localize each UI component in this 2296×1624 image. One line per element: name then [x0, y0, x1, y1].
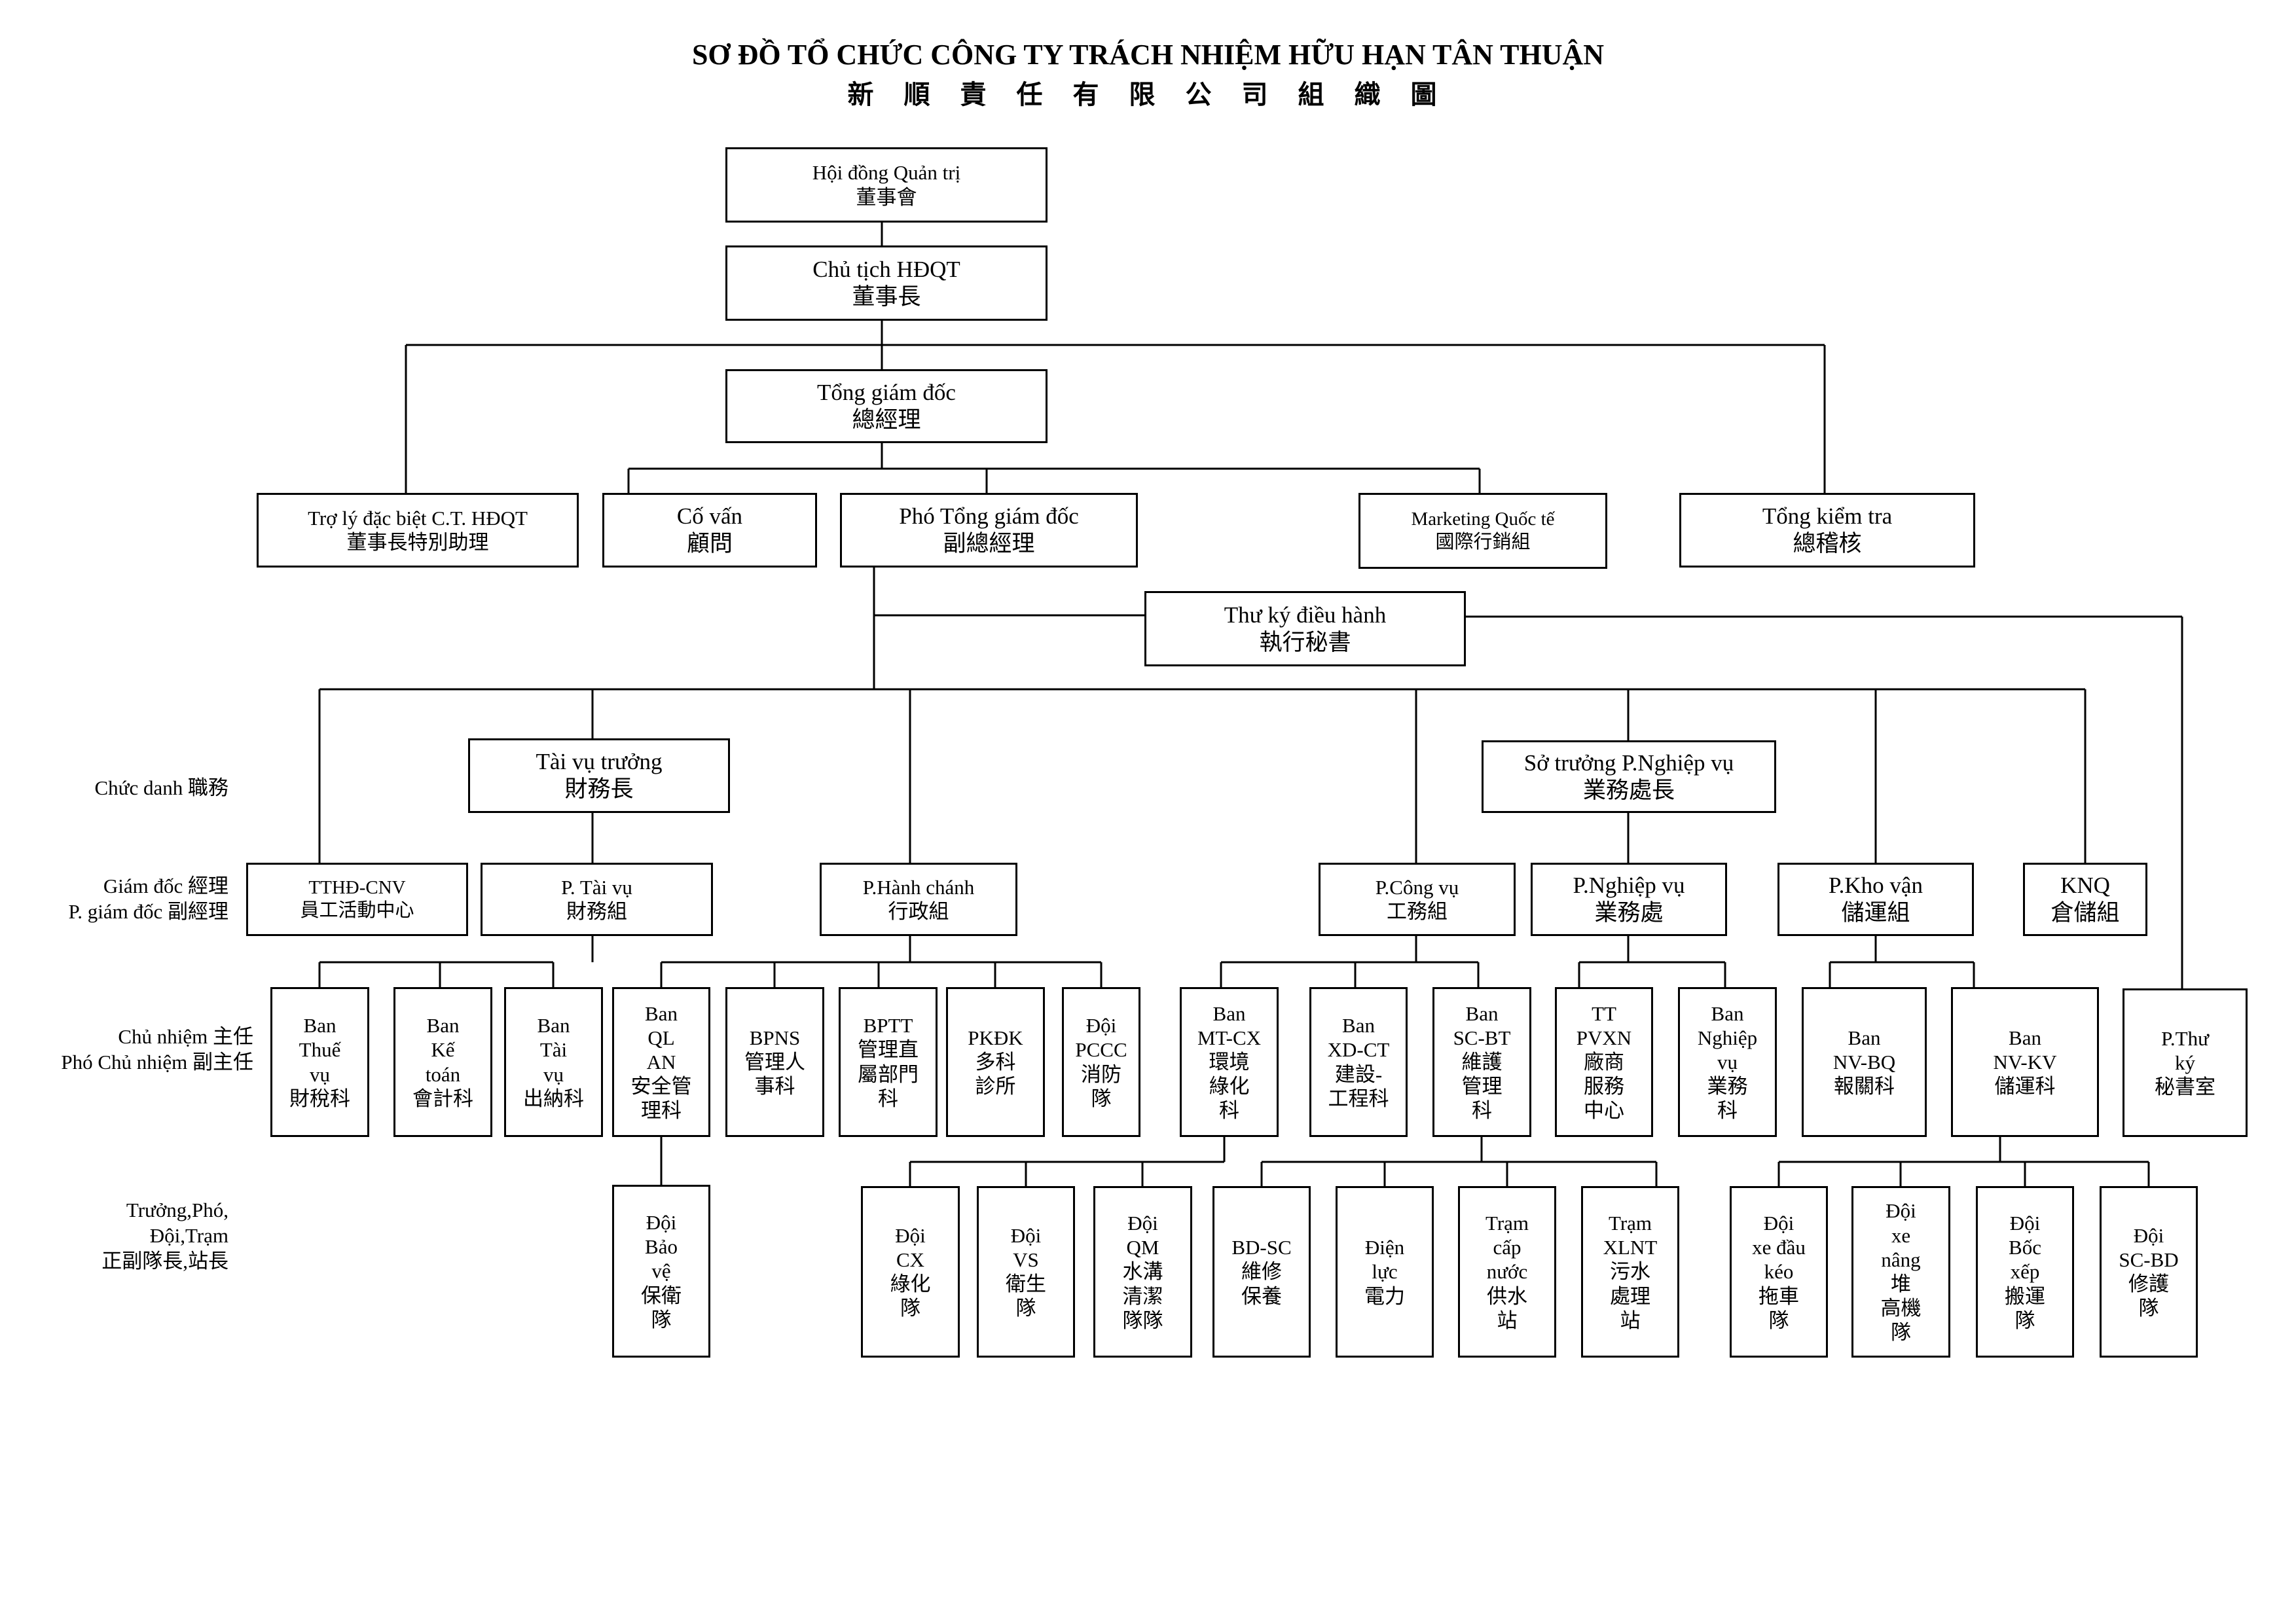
node-executive-secretary: Thư ký điều hành 執行秘書	[1144, 591, 1466, 666]
node-advisor: Cố vấn 顧問	[602, 493, 817, 568]
node-clinic: PKĐK 多科 診所	[946, 987, 1045, 1137]
node-engineering-department: P.Công vụ 工務組	[1319, 863, 1516, 936]
node-administration-department: P.Hành chánh 行政組	[820, 863, 1017, 936]
node-cashier-section: Ban Tài vụ 出納科	[504, 987, 603, 1137]
node-business-section: Ban Nghiệp vụ 業務 科	[1678, 987, 1777, 1137]
node-repair-maintenance-team: BD-SC 維修 保養	[1212, 1186, 1311, 1358]
node-power-team: Điện lực 電力	[1336, 1186, 1434, 1358]
node-tractor-team: Đội xe đầu kéo 拖車 隊	[1730, 1186, 1828, 1358]
node-personnel-section: BPNS 管理人 事科	[725, 987, 824, 1137]
node-business-head: Sở trưởng P.Nghiệp vụ 業務處長	[1482, 740, 1776, 813]
node-loading-team: Đội Bốc xếp 搬運 隊	[1976, 1186, 2074, 1358]
node-general-director: Tổng giám đốc 總經理	[725, 369, 1048, 443]
node-maintenance-section: Ban SC-BT 維護 管理 科	[1432, 987, 1531, 1137]
node-wastewater-treatment-station: Trạm XLNT 污水 處理 站	[1581, 1186, 1679, 1358]
node-tax-section: Ban Thuế vụ 財稅科	[270, 987, 369, 1137]
node-board-of-directors: Hội đồng Quản trị 董事會	[725, 147, 1048, 223]
node-international-marketing: Marketing Quốc tế 國際行銷組	[1358, 493, 1607, 569]
node-finance-department: P. Tài vụ 財務組	[481, 863, 713, 936]
node-customs-section: Ban NV-BQ 報關科	[1802, 987, 1927, 1137]
node-sanitation-team: Đội VS 衛生 隊	[977, 1186, 1075, 1358]
node-chief-finance: Tài vụ trưởng 財務長	[468, 738, 730, 813]
node-direct-management-section: BPTT 管理直 屬部門 科	[839, 987, 938, 1137]
node-forklift-team: Đội xe nâng 堆 高機 隊	[1851, 1186, 1950, 1358]
node-chairman: Chủ tịch HĐQT 董事長	[725, 245, 1048, 321]
node-repair-team: Đội SC-BD 修護 隊	[2100, 1186, 2198, 1358]
node-special-assistant: Trợ lý đặc biệt C.T. HĐQT 董事長特別助理	[257, 493, 579, 568]
node-deputy-general-director: Phó Tổng giám đốc 副總經理	[840, 493, 1138, 568]
node-logistics-department: P.Kho vận 儲運組	[1777, 863, 1974, 936]
node-drainage-cleaning-team: Đội QM 水溝 清潔 隊隊	[1093, 1186, 1192, 1358]
node-security-management-section: Ban QL AN 安全管 理科	[612, 987, 710, 1137]
node-environment-greenery-section: Ban MT-CX 環境 綠化 科	[1180, 987, 1279, 1137]
node-vendor-service-center: TT PVXN 廠商 服務 中心	[1555, 987, 1653, 1137]
chart-subtitle: 新 順 責 任 有 限 公 司 組 織 圖	[847, 80, 1449, 109]
chart-title: SƠ ĐỒ TỔ CHỨC CÔNG TY TRÁCH NHIỆM HỮU HẠ…	[691, 39, 1605, 71]
node-chief-inspector: Tổng kiểm tra 總稽核	[1679, 493, 1975, 568]
node-business-department: P.Nghiệp vụ 業務處	[1531, 863, 1727, 936]
row-label-director: Giám đốc 經理 P. giám đốc 副經理	[68, 875, 228, 923]
node-water-supply-station: Trạm cấp nước 供水 站	[1458, 1186, 1556, 1358]
row-label-section-head: Chủ nhiệm 主任 Phó Chủ nhiệm 副主任	[61, 1025, 253, 1074]
node-bonded-warehouse: KNQ 倉儲組	[2023, 863, 2147, 936]
node-construction-section: Ban XD-CT 建設- 工程科	[1309, 987, 1408, 1137]
node-security-team: Đội Bảo vệ 保衛 隊	[612, 1185, 710, 1358]
node-staff-activity-center: TTHĐ-CNV 員工活動中心	[246, 863, 468, 936]
node-greenery-team: Đội CX 綠化 隊	[861, 1186, 960, 1358]
node-fire-brigade: Đội PCCC 消防 隊	[1062, 987, 1140, 1137]
node-warehouse-transport-section: Ban NV-KV 儲運科	[1951, 987, 2099, 1137]
row-label-team-leader: Trưởng,Phó, Đội,Trạm 正副隊長,站長	[101, 1199, 228, 1272]
node-accounting-section: Ban Kế toán 會計科	[393, 987, 492, 1137]
node-secretary-office: P.Thư ký 秘書室	[2123, 988, 2248, 1137]
row-label-job-title: Chức danh 職務	[94, 776, 229, 799]
